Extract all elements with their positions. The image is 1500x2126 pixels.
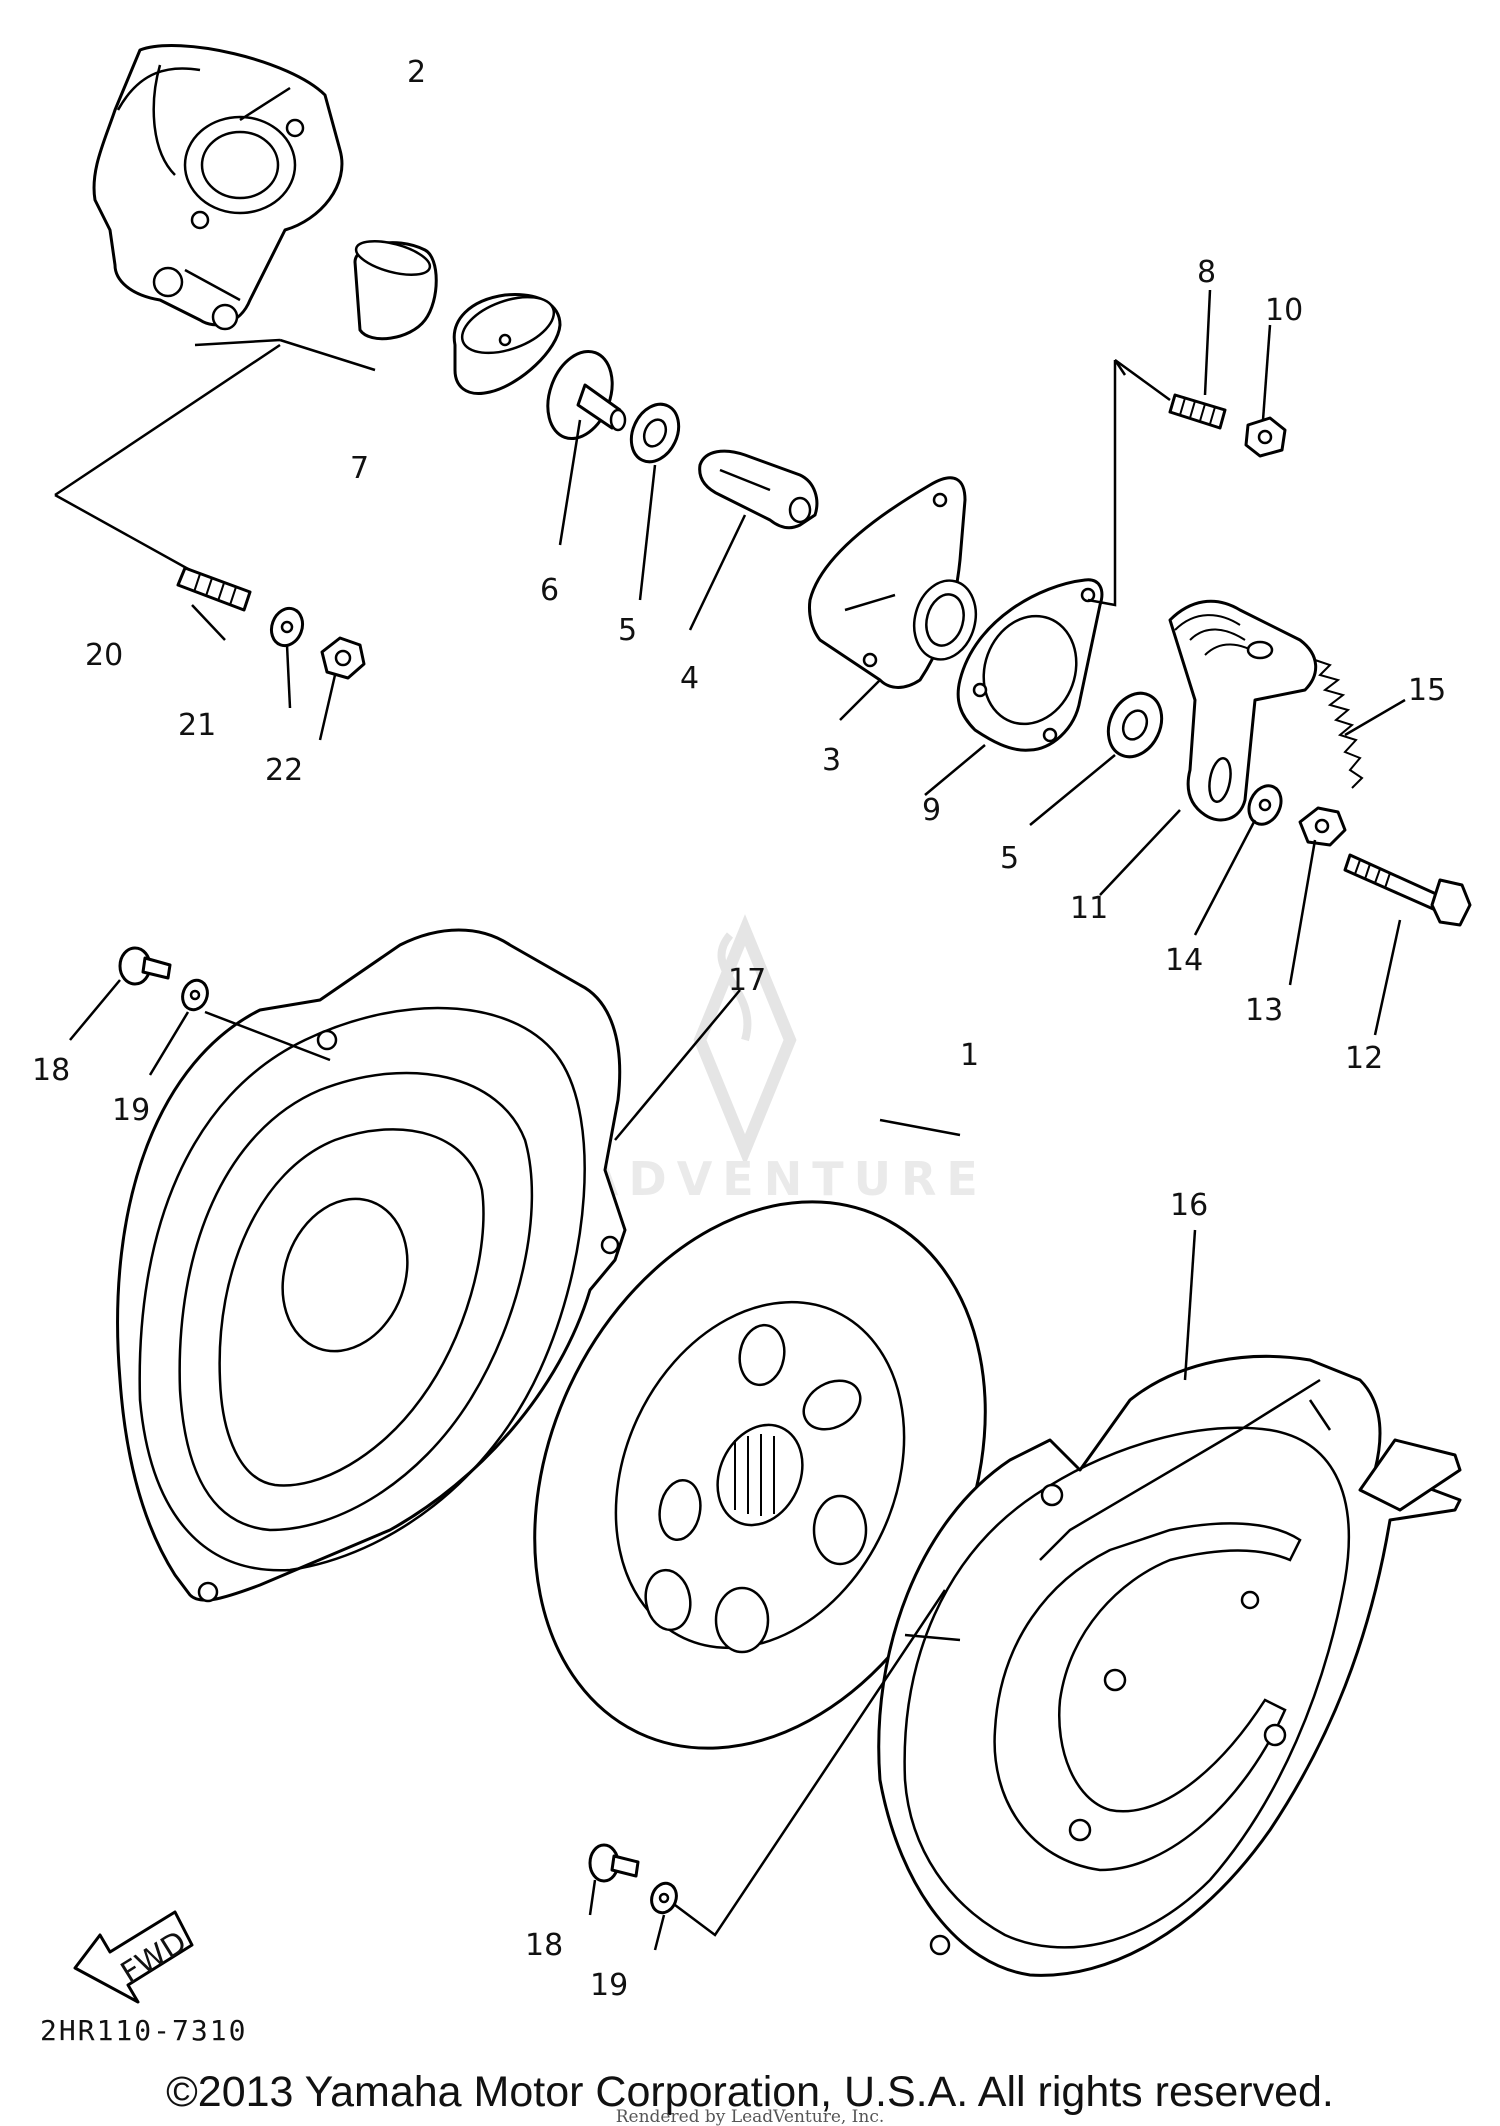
part-13-nut[interactable] — [1298, 806, 1347, 847]
label-10: 10 — [1265, 293, 1303, 328]
part-labels: 2 7 6 5 4 3 9 5 11 8 10 15 14 13 12 20 2… — [32, 55, 1446, 2003]
part-11-lever[interactable] — [1168, 599, 1318, 822]
label-22: 22 — [265, 753, 303, 788]
part-19-washer-upper[interactable] — [179, 977, 212, 1013]
part-12-bolt[interactable] — [1343, 853, 1472, 927]
part-5-bearing-upper[interactable] — [622, 397, 687, 470]
label-2: 2 — [407, 55, 426, 90]
part-16-backing-plate[interactable] — [877, 1354, 1462, 1977]
label-14: 14 — [1165, 943, 1203, 978]
part-15-spring[interactable] — [1314, 659, 1364, 789]
label-4: 4 — [680, 661, 699, 696]
rendered-by-text: Rendered by LeadVenture, Inc. — [616, 2107, 885, 2126]
part-14-washer[interactable] — [1243, 781, 1287, 830]
label-18-lower: 18 — [525, 1928, 563, 1963]
part-17-brake-cover[interactable] — [116, 928, 627, 1603]
label-8: 8 — [1197, 255, 1216, 290]
label-6: 6 — [540, 573, 559, 608]
label-12: 12 — [1345, 1041, 1383, 1076]
part-4-cam[interactable] — [698, 449, 819, 530]
part-8-stud[interactable] — [1168, 393, 1227, 430]
part-22-nut[interactable] — [320, 636, 366, 680]
part-6-flange-shaft[interactable] — [536, 342, 627, 447]
label-20: 20 — [85, 638, 123, 673]
label-15: 15 — [1408, 673, 1446, 708]
label-11: 11 — [1070, 891, 1108, 926]
label-3: 3 — [822, 743, 841, 778]
part-18-bolt-upper[interactable] — [118, 946, 172, 986]
label-18-upper: 18 — [32, 1053, 70, 1088]
part-20-stud[interactable] — [176, 566, 252, 612]
label-19-lower: 19 — [590, 1968, 628, 2003]
label-5-upper: 5 — [618, 613, 637, 648]
part-18-bolt-lower[interactable] — [588, 1843, 640, 1883]
label-17: 17 — [728, 963, 766, 998]
label-19-upper: 19 — [112, 1093, 150, 1128]
label-21: 21 — [178, 708, 216, 743]
part-9-gasket[interactable] — [956, 578, 1104, 752]
copyright-text: ©2013 Yamaha Motor Corporation, U.S.A. A… — [166, 2068, 1334, 2116]
diagram-code: 2HR110-7310 — [40, 2014, 247, 2047]
part-1-brake-disc[interactable] — [449, 1128, 1071, 1822]
part-19-washer-lower[interactable] — [648, 1880, 681, 1916]
label-16: 16 — [1170, 1188, 1208, 1223]
part-21-washer[interactable] — [266, 604, 307, 650]
part-3-housing-plate[interactable] — [808, 476, 984, 689]
leader-lines — [54, 86, 1406, 1951]
label-7: 7 — [350, 451, 369, 486]
part-2-bracket[interactable] — [92, 44, 344, 331]
label-9: 9 — [922, 793, 941, 828]
part-10-nut[interactable] — [1244, 416, 1287, 458]
label-1: 1 — [960, 1038, 979, 1073]
fwd-arrow-icon: FWD — [73, 1910, 194, 2004]
part-7-seal-caps[interactable] — [353, 235, 562, 395]
label-5-lower: 5 — [1000, 841, 1019, 876]
label-13: 13 — [1245, 993, 1283, 1028]
part-5-bearing-lower[interactable] — [1098, 685, 1171, 766]
